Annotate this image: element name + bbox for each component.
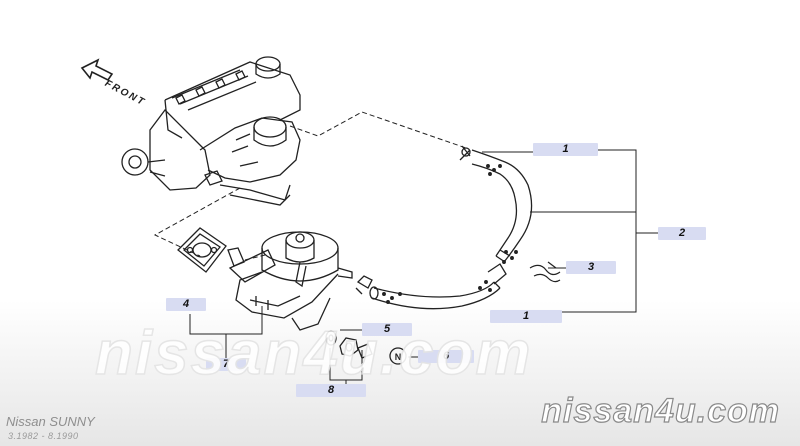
callout-3-clip[interactable]: 3 bbox=[566, 261, 616, 274]
small-parts bbox=[325, 330, 407, 365]
callout-6-cap[interactable]: 6 bbox=[418, 350, 474, 363]
callout-5-washer[interactable]: 5 bbox=[362, 323, 412, 336]
callout-2-hose-assembly[interactable]: 2 bbox=[658, 227, 706, 240]
fuel-pump-body bbox=[227, 231, 353, 331]
callout-8-nut-set[interactable]: 8 bbox=[296, 384, 366, 397]
callout-1-upper-hose[interactable]: 1 bbox=[533, 143, 598, 156]
callout-4-gasket[interactable]: 4 bbox=[166, 298, 206, 311]
watermark-small: nissan4u.com bbox=[541, 391, 780, 430]
engine-block bbox=[121, 56, 301, 206]
gasket-part bbox=[177, 227, 227, 273]
marker-n-label: N bbox=[395, 352, 402, 362]
hose-clip bbox=[529, 261, 561, 283]
callout-1-lower-hose[interactable]: 1 bbox=[490, 310, 562, 323]
vehicle-model: Nissan SUNNY bbox=[6, 414, 95, 429]
production-range: 3.1982 - 8.1990 bbox=[8, 431, 79, 441]
upper-hose bbox=[459, 145, 533, 264]
leader-dashed bbox=[153, 111, 467, 261]
lower-hose bbox=[355, 263, 507, 310]
watermark-large: nissan4u.com bbox=[94, 318, 533, 389]
callout-7-pump-assembly[interactable]: 7 bbox=[206, 358, 246, 371]
callout-leaders bbox=[189, 149, 658, 384]
front-arrow-icon bbox=[80, 58, 114, 82]
